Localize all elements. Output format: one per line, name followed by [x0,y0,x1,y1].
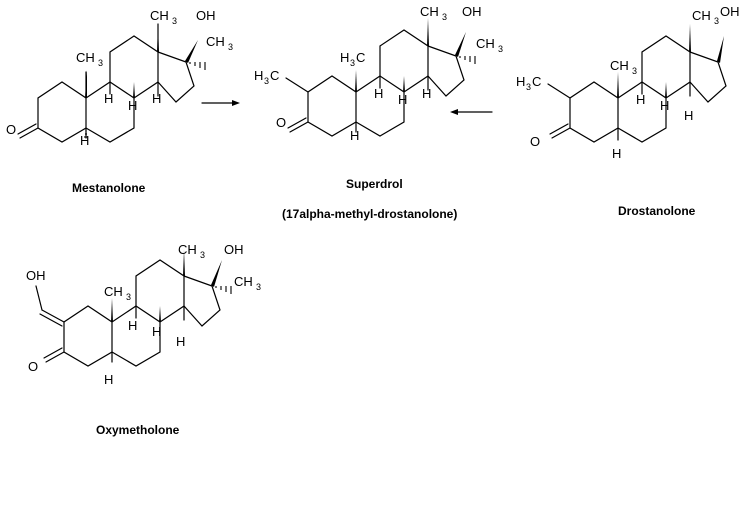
svg-text:3: 3 [526,82,531,92]
svg-text:CH: CH [476,36,495,51]
arrow-mestanolone-to-superdrol [201,100,240,106]
svg-text:3: 3 [172,16,177,26]
svg-text:CH: CH [692,8,711,23]
arrow-drostanolone-to-superdrol [450,109,493,115]
drostanolone-methyl-13: CH 3 [692,8,719,26]
mestanolone-structure [17,23,206,143]
oxymetholone-methyl-13: CH 3 [178,242,205,260]
drostanolone-oxygen: O [530,134,540,149]
oxymetholone-h5: H [104,372,113,387]
drostanolone-methyl-2: H 3 C [516,74,541,92]
superdrol-methyl-10: H 3 C [340,50,365,68]
oxymetholone-hydroxyl: OH [224,242,244,257]
superdrol-h8: H [398,92,407,107]
oxymetholone-h8: H [152,324,161,339]
svg-text:3: 3 [442,12,447,22]
oxymetholone-methyl-17: CH 3 [234,274,261,292]
superdrol-name: Superdrol [346,177,403,191]
svg-text:CH: CH [104,284,123,299]
svg-text:3: 3 [264,76,269,86]
svg-text:CH: CH [420,4,439,19]
mestanolone-methyl-13: CH 3 [150,8,177,26]
superdrol-hydroxyl: OH [462,4,482,19]
mestanolone-name: Mestanolone [72,181,146,195]
superdrol-h9: H [374,86,383,101]
superdrol-oxygen: O [276,115,286,130]
svg-text:3: 3 [350,58,355,68]
mestanolone-methyl-17: CH 3 [206,34,233,52]
drostanolone-hydroxyl: OH [720,4,740,19]
svg-text:CH: CH [206,34,225,49]
drostanolone-h8: H [660,98,669,113]
svg-text:CH: CH [76,50,95,65]
drostanolone-h9: H [636,92,645,107]
svg-text:H: H [254,68,263,83]
superdrol-structure [285,18,476,137]
svg-text:CH: CH [610,58,629,73]
svg-text:C: C [532,74,541,89]
mestanolone-h8: H [128,98,137,113]
mestanolone-h5: H [80,133,89,148]
oxymetholone-name: Oxymetholone [96,423,180,437]
svg-text:C: C [356,50,365,65]
superdrol-methyl-13: CH 3 [420,4,447,22]
mestanolone-h9: H [104,91,113,106]
svg-text:3: 3 [228,42,233,52]
svg-text:3: 3 [714,16,719,26]
drostanolone-methyl-10: CH 3 [610,58,637,76]
drostanolone-h5: H [612,146,621,161]
drostanolone-name: Drostanolone [618,204,696,218]
svg-text:3: 3 [632,66,637,76]
svg-text:3: 3 [498,44,503,54]
svg-text:H: H [340,50,349,65]
svg-text:3: 3 [126,292,131,302]
svg-text:H: H [516,74,525,89]
svg-text:C: C [270,68,279,83]
svg-text:CH: CH [150,8,169,23]
mestanolone-oxygen: O [6,122,16,137]
svg-text:CH: CH [234,274,253,289]
mestanolone-methyl-10: CH 3 [76,50,103,68]
drostanolone-structure [547,24,727,143]
oxymetholone-h14: H [176,334,185,349]
drostanolone-h14: H [684,108,693,123]
oxymetholone-h9: H [128,318,137,333]
svg-text:CH: CH [178,242,197,257]
mestanolone-hydroxyl: OH [196,8,216,23]
oxymetholone-methyl-10: CH 3 [104,284,131,302]
svg-text:3: 3 [200,250,205,260]
superdrol-methyl-2: H 3 C [254,68,279,86]
oxymetholone-structure [35,250,232,367]
svg-text:3: 3 [256,282,261,292]
mestanolone-h14: H [152,91,161,106]
superdrol-h5: H [350,128,359,143]
superdrol-h14: H [422,86,431,101]
oxymetholone-enol-hydroxyl: OH [26,268,46,283]
superdrol-subtitle: (17alpha-methyl-drostanolone) [282,207,457,221]
oxymetholone-oxygen: O [28,359,38,374]
superdrol-methyl-17: CH 3 [476,36,503,54]
svg-text:3: 3 [98,58,103,68]
